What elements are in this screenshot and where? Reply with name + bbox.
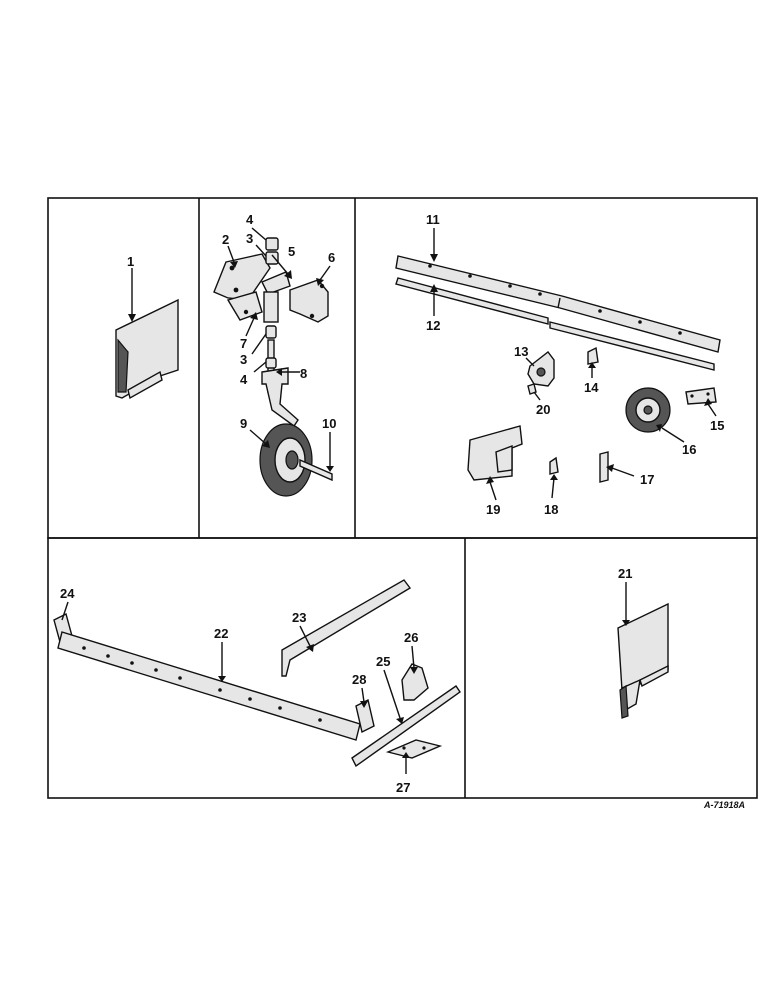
callout-28: 28: [352, 672, 366, 687]
callout-1: 1: [127, 254, 134, 269]
callout-3-lower: 3: [240, 352, 247, 367]
callout-18: 18: [544, 502, 558, 517]
callout-22: 22: [214, 626, 228, 641]
callout-13: 13: [514, 344, 528, 359]
callout-4-upper: 4: [246, 212, 254, 227]
callout-23: 23: [292, 610, 306, 625]
callout-4-lower: 4: [240, 372, 248, 387]
callout-6: 6: [328, 250, 335, 265]
callout-19: 19: [486, 502, 500, 517]
callout-labels: 1 2 3 4 5 6 7 3 4 8 9 10 11 12 13 14 15 …: [60, 212, 724, 795]
callout-26: 26: [404, 630, 418, 645]
callout-9: 9: [240, 416, 247, 431]
callout-11: 11: [426, 212, 440, 227]
reference-code: A-71918A: [703, 800, 745, 810]
callout-21: 21: [618, 566, 632, 581]
leader-lines: [61, 227, 717, 774]
callout-25: 25: [376, 654, 390, 669]
shaft-assembly: [53, 579, 461, 768]
callout-5: 5: [288, 244, 295, 259]
lower-frame: [47, 537, 758, 799]
shield-part-1: [115, 298, 179, 400]
callout-24: 24: [60, 586, 75, 601]
callout-2: 2: [222, 232, 229, 247]
caster-assembly: [213, 237, 333, 497]
callout-17: 17: [640, 472, 654, 487]
callout-20: 20: [536, 402, 550, 417]
callout-8: 8: [300, 366, 307, 381]
callout-16: 16: [682, 442, 696, 457]
callout-12: 12: [426, 318, 440, 333]
shield-part-21: [617, 602, 669, 719]
callout-27: 27: [396, 780, 410, 795]
panel-frames: [47, 197, 758, 799]
callout-3-upper: 3: [246, 231, 253, 246]
callout-15: 15: [710, 418, 724, 433]
drive-parts: [395, 255, 721, 483]
callout-7: 7: [240, 336, 247, 351]
callout-14: 14: [584, 380, 599, 395]
callout-10: 10: [322, 416, 336, 431]
